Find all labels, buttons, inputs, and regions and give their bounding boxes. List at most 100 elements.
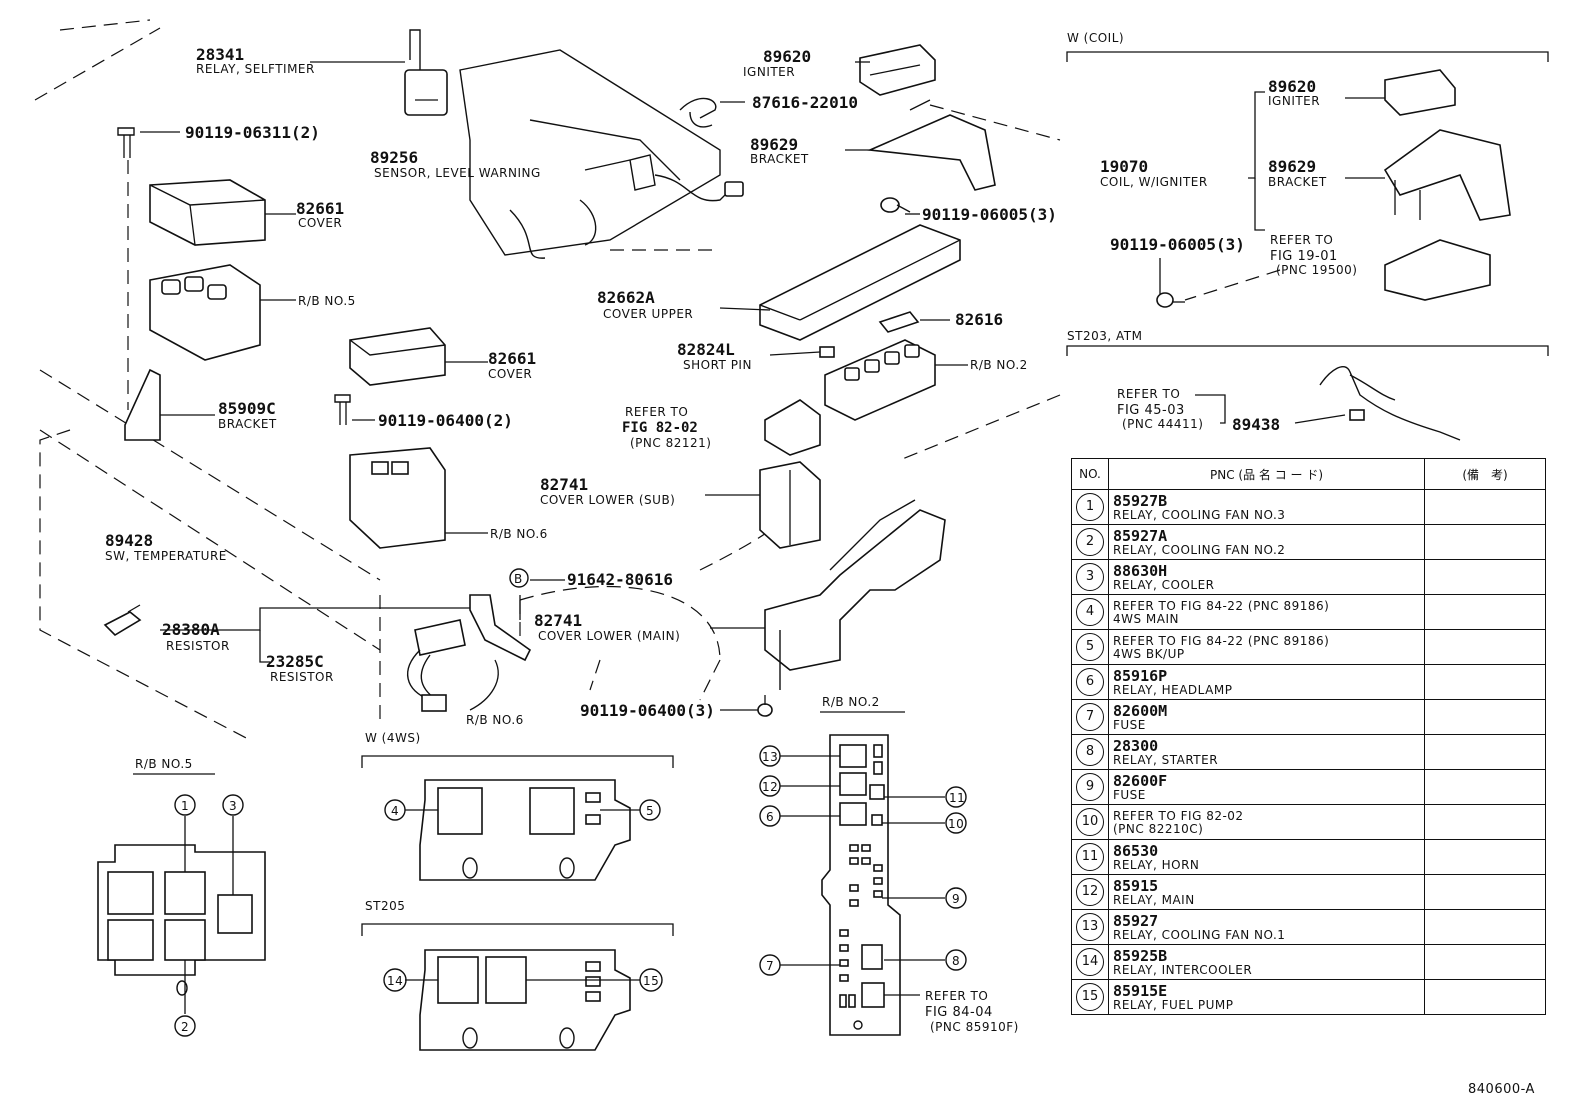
row-number-cell: 12 [1071,874,1109,910]
row-number: 15 [1076,983,1104,1011]
row-pnc: 85925B [1113,946,1168,965]
callout-pn: 89629 [750,135,798,154]
marker-1: 1 [181,799,189,813]
callout-pn: 89620 [1268,77,1316,96]
row-number-cell: 13 [1071,909,1109,945]
row-description: RELAY, HEADLAMP [1113,682,1233,697]
callout-desc: BRACKET [750,152,809,166]
diagram-id: 840600-A [1468,1082,1535,1097]
callout-desc: COVER LOWER (MAIN) [538,629,680,643]
bolt-part-3 [334,394,351,425]
callout-desc: SW, TEMPERATURE [105,549,227,563]
row-number: 10 [1076,808,1104,836]
callout-desc: RELAY, SELFTIMER [196,62,315,76]
marker-3: 3 [229,799,237,813]
callout-pn: 82824L [677,340,735,359]
marker-13: 13 [762,750,778,764]
row-number: 3 [1076,563,1104,591]
callout-desc: SHORT PIN [683,358,752,372]
callout-pn: 89629 [1268,157,1316,176]
cover-part-top [149,179,266,246]
row-remarks-cell [1424,699,1546,735]
row-reference: REFER TO FIG 84-22 (PNC 89186) [1113,598,1330,613]
row-number-cell: 2 [1071,524,1109,560]
coil-bolt-part [1156,292,1185,308]
row-pnc-cell: REFER TO FIG 84-22 (PNC 89186)4WS MAIN [1108,594,1425,630]
row-description: 4WS BK/UP [1113,646,1185,661]
row-pnc: 85927A [1113,526,1168,545]
callout-91642: B 91642-80616 [509,568,673,589]
row-description: RELAY, MAIN [1113,892,1195,907]
row-pnc: 85927 [1113,911,1159,930]
row-pnc: 85916P [1113,666,1168,685]
bolt-part-4 [757,695,773,717]
callout-desc: R/B NO.6 [466,713,524,727]
rb-no2-layout: R/B NO.2 13 [759,695,1018,1036]
cover-upper-part [759,224,961,341]
igniter-part [859,44,936,96]
coil-igniter-part [1384,69,1456,116]
coil-part [1384,239,1491,301]
table-header-row: NO. PNC (品 名 コ ー ド) (備 考) [1071,458,1546,490]
header-remarks: (備 考) [1424,458,1546,490]
callout-23285C: 23285C RESISTOR [266,652,333,684]
row-number: 12 [1076,878,1104,906]
callout-pn: 23285C [266,652,324,671]
section-title: ST203, ATM [1067,329,1142,343]
row-reference: REFER TO FIG 84-22 (PNC 89186) [1113,633,1330,648]
callout-rb-no6-upper: R/B NO.6 [490,527,547,541]
row-pnc: 85915E [1113,981,1168,1000]
row-remarks-cell [1424,874,1546,910]
callout-pn: 89620 [763,47,811,66]
w4ws-layout: W (4WS) 4 5 [361,731,674,881]
callout-rb-no2: R/B NO.2 [970,358,1027,372]
row-number: 6 [1076,668,1104,696]
callout-pn: 82741 [534,611,582,630]
callout-ref-line1: REFER TO [925,989,988,1003]
bracket-part-left [124,368,161,441]
callout-ref-line2: FIG 19-01 [1270,249,1338,264]
callout-desc: IGNITER [1268,94,1320,108]
row-remarks-cell [1424,559,1546,595]
row-number: 13 [1076,913,1104,941]
row-number-cell: 11 [1071,839,1109,875]
marker-10: 10 [948,817,964,831]
callout-28380A: 28380A RESISTOR [162,620,229,653]
callout-ref-line3: (PNC 44411) [1122,417,1203,431]
temperature-switch-part [103,604,142,637]
bracket-part-lower [469,594,532,662]
callout-28341: 28341 RELAY, SELFTIMER [196,45,315,76]
body-outline-lines [34,19,1281,741]
header-pnc: PNC (品 名 コ ー ド) [1108,458,1425,490]
marker-2: 2 [181,1020,189,1034]
callout-desc: IGNITER [743,65,795,79]
callout-82616: 82616 [955,310,1003,329]
marker-9: 9 [952,892,960,906]
section-title: W (COIL) [1067,31,1124,45]
callout-pn: 82661 [296,199,344,218]
row-number-cell: 8 [1071,734,1109,770]
callout-desc: SENSOR, LEVEL WARNING [374,166,541,180]
callout-82661-cover-top: 82661 COVER [296,199,344,230]
callout-87616: 87616-22010 [752,93,858,112]
row-remarks-cell [1424,629,1546,665]
row-number: 7 [1076,703,1104,731]
row-pnc: 86530 [1113,841,1159,860]
marker-15: 15 [643,974,659,988]
callout-90119-06005: 90119-06005(3) [922,205,1057,224]
callout-pn: 91642-80616 [567,570,673,589]
leader-lines [140,61,1385,711]
row-pnc-cell: REFER TO FIG 84-22 (PNC 89186)4WS BK/UP [1108,629,1425,665]
row-remarks-cell [1424,979,1546,1015]
row-description: FUSE [1113,787,1146,802]
bolt-part-2 [880,197,911,213]
